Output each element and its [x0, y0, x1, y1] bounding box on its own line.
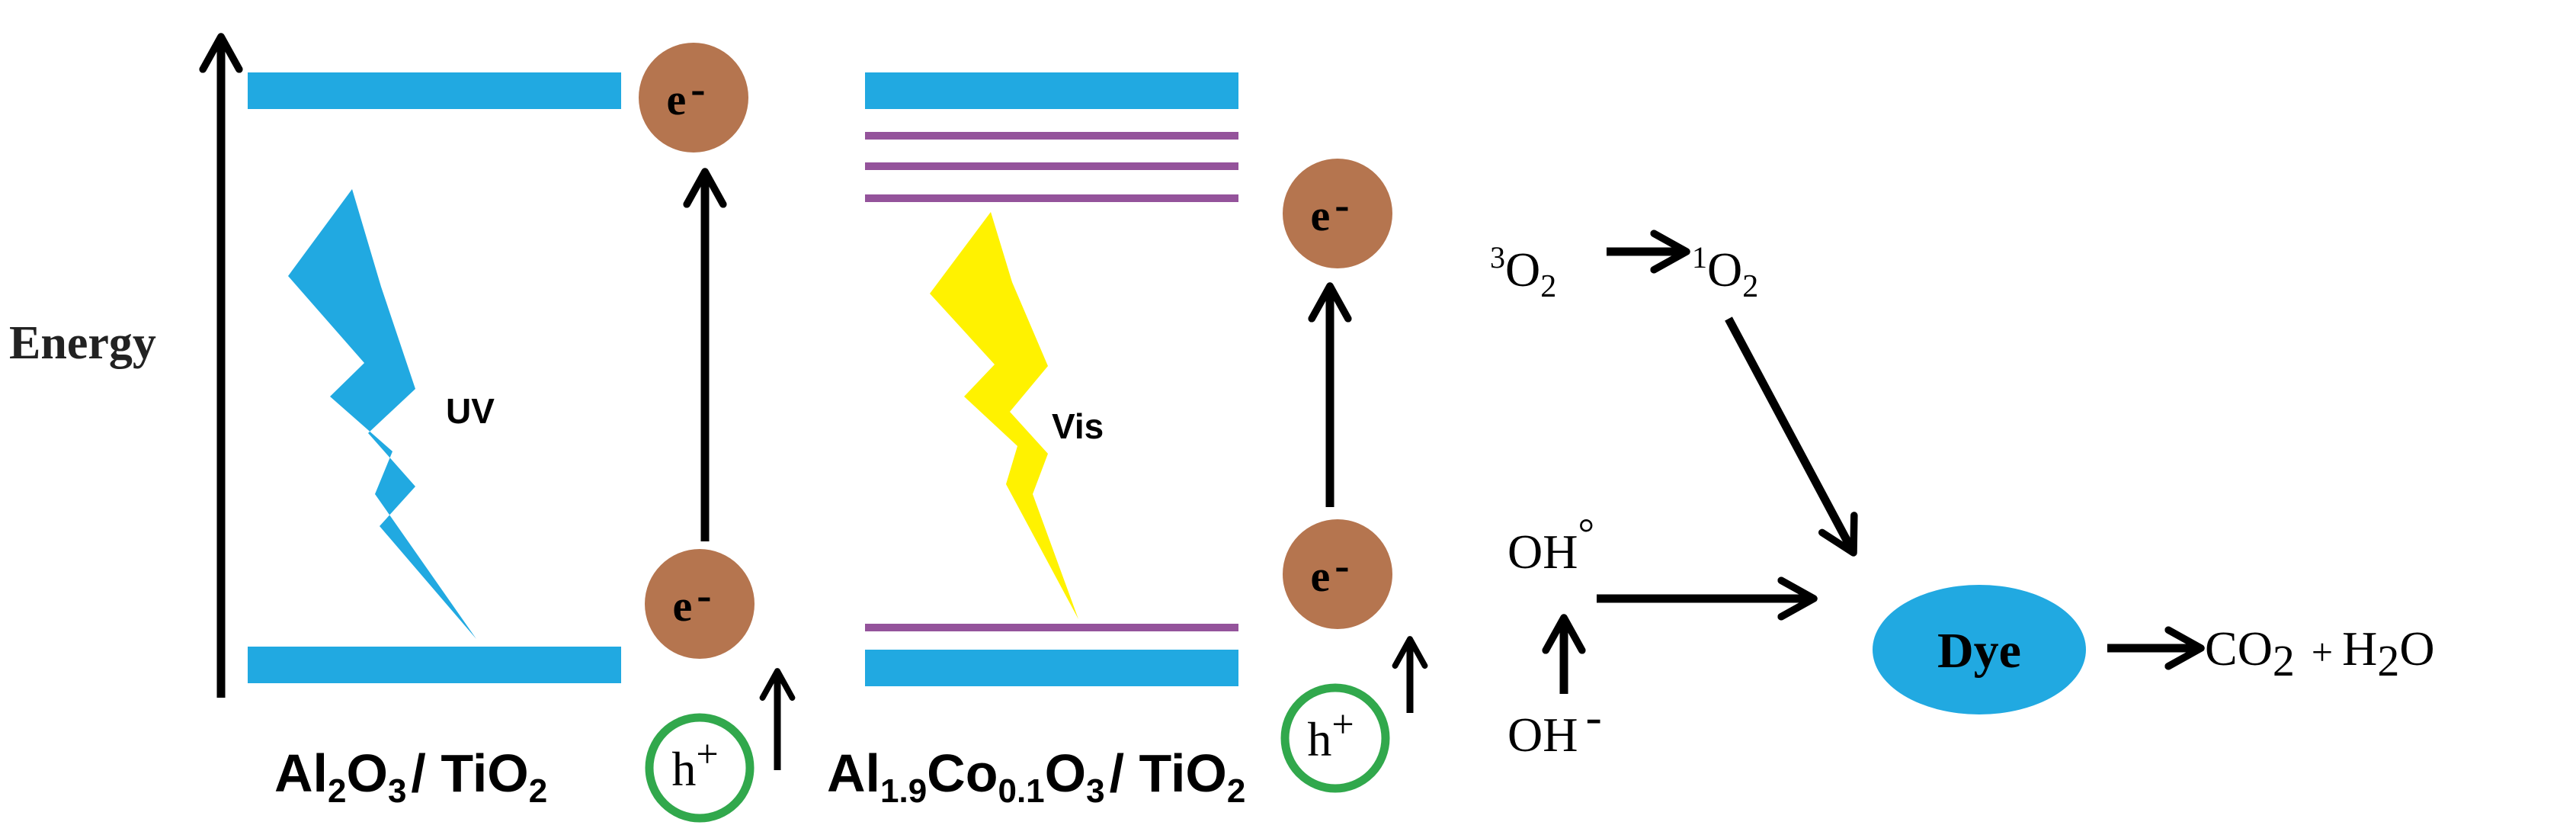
left-hole-ring — [645, 713, 755, 823]
energy-axis-label: Energy — [9, 317, 156, 369]
vis-label: Vis — [1052, 406, 1104, 446]
right-material-label: Al1.9Co0.1O3/ TiO2 — [827, 743, 1245, 810]
right-hole-ring — [1280, 683, 1390, 793]
degradation-products-label: CO2+H2O — [2205, 621, 2435, 685]
singlet-oxygen-label: 1O2 — [1692, 240, 1758, 304]
right-bottom-electron-label: e- — [1310, 541, 1349, 601]
uv-lightning-bolt — [288, 189, 476, 639]
left-top-electron-label: e- — [666, 64, 705, 124]
left-bottom-electron — [645, 549, 755, 659]
left-material-label: Al2O3/ TiO2 — [274, 743, 547, 810]
uv-label: UV — [446, 391, 495, 431]
left-top-electron — [639, 43, 748, 153]
right-top-electron — [1283, 159, 1392, 268]
left-bottom-electron-label: e- — [672, 570, 711, 631]
singlet-oxygen-to-dye-arrow — [1725, 316, 1858, 557]
triplet-oxygen-label: 3O2 — [1490, 240, 1556, 304]
right-bottom-electron — [1283, 519, 1392, 629]
left-conduction-band — [248, 72, 621, 109]
left-valence-band — [248, 647, 621, 683]
right-conduction-band — [865, 72, 1238, 109]
dye-label: Dye — [1937, 623, 2021, 679]
vis-lightning-bolt — [930, 212, 1078, 619]
hydroxide-label: OH- — [1507, 689, 1602, 762]
hydroxyl-radical-label: OH° — [1507, 510, 1594, 579]
right-valence-band — [865, 650, 1238, 686]
dye-ellipse — [1873, 585, 2086, 714]
right-top-electron-label: e- — [1310, 180, 1349, 240]
right-hole-label: h+ — [1307, 703, 1354, 766]
left-hole-label: h+ — [671, 733, 718, 796]
